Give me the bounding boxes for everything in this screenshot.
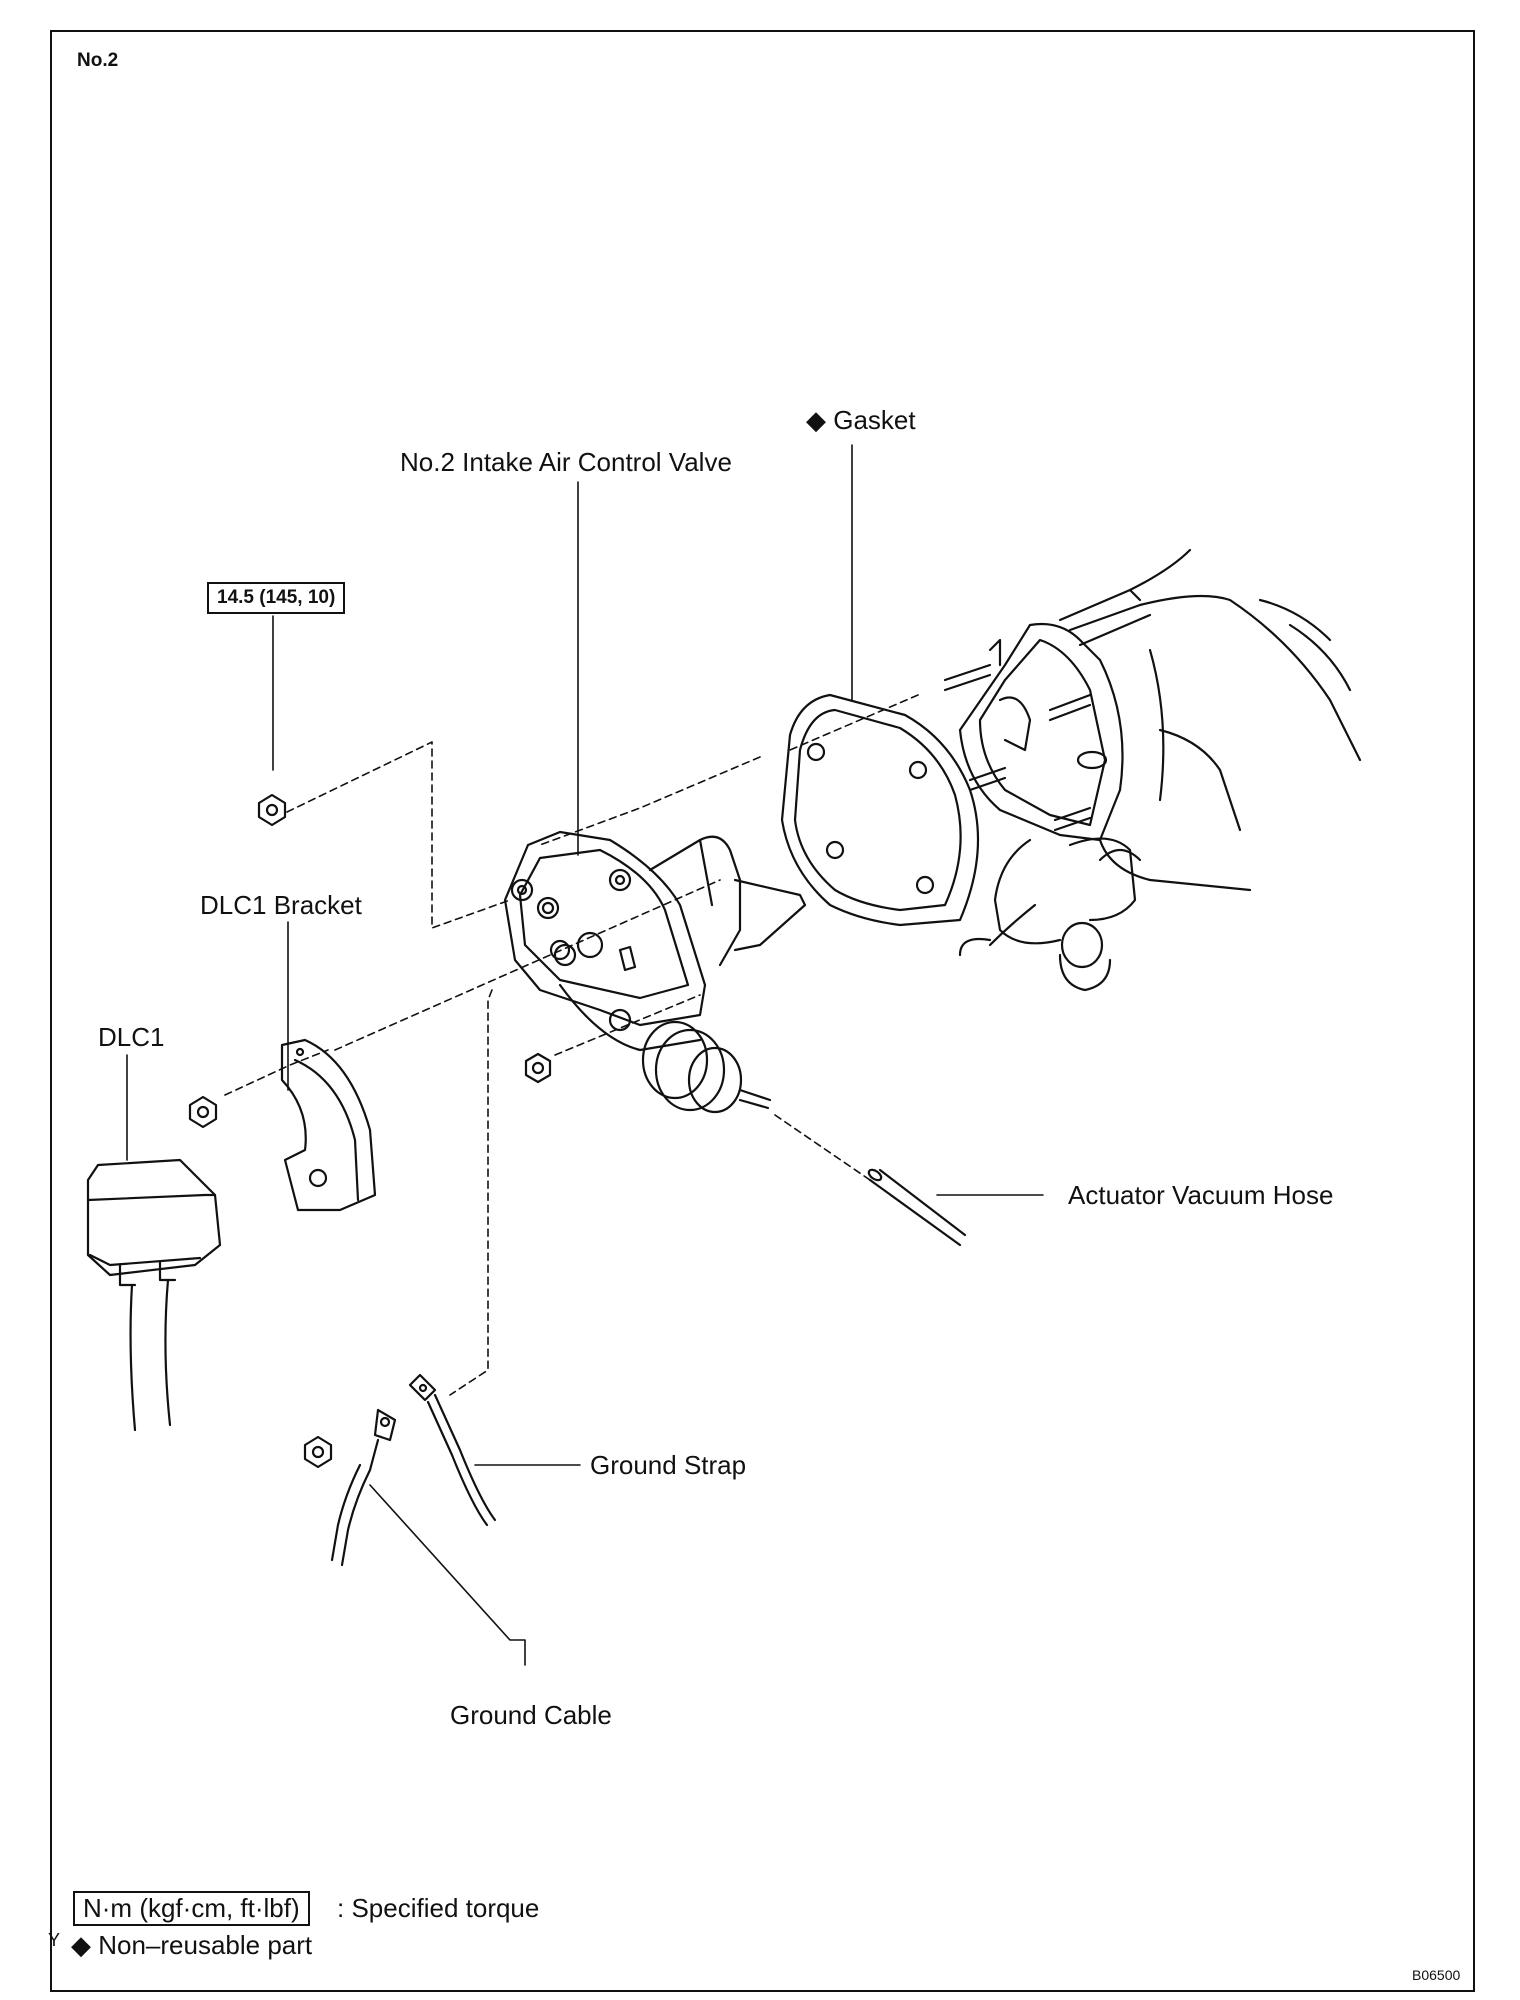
assembly-dashed-lines [224,694,919,1396]
legend-marker: Y [48,1930,61,1950]
label-ground-strap: Ground Strap [590,1450,747,1480]
leader-lines [126,444,1044,1666]
sheet-label: No.2 [77,50,119,71]
dlc1-connector [86,1158,222,1432]
dlc1-nut [188,1095,218,1129]
label-dlc1: DLC1 [98,1022,165,1052]
intake-air-control-valve [503,830,807,1052]
diagram-frame [50,30,1475,1992]
ground-strap [408,1373,497,1527]
legend-nonreusable: ◆ Non–reusable part [71,1930,313,1960]
valve-nut [524,1052,552,1084]
gasket [780,693,980,927]
dlc1-bracket [280,1038,377,1212]
label-gasket: ◆ Gasket [806,405,916,435]
actuator-diaphragm [641,1020,772,1114]
intake-manifold [943,548,1362,992]
ground-nut [303,1435,333,1469]
legend-torque-unit: N·m (kgf·cm, ft·lbf) [73,1891,310,1926]
top-nut [257,793,287,827]
figure-id: B06500 [1412,1967,1461,1983]
label-dlc1-bracket: DLC1 Bracket [200,890,362,920]
actuator-vacuum-hose [867,1168,967,1247]
label-intake-air-control-valve: No.2 Intake Air Control Valve [400,447,732,477]
torque-spec-box: 14.5 (145, 10) [207,582,346,614]
legend-torque-text: : Specified torque [337,1893,540,1923]
label-actuator-vacuum-hose: Actuator Vacuum Hose [1068,1180,1334,1210]
label-ground-cable: Ground Cable [450,1700,612,1730]
ground-cable [330,1408,397,1567]
